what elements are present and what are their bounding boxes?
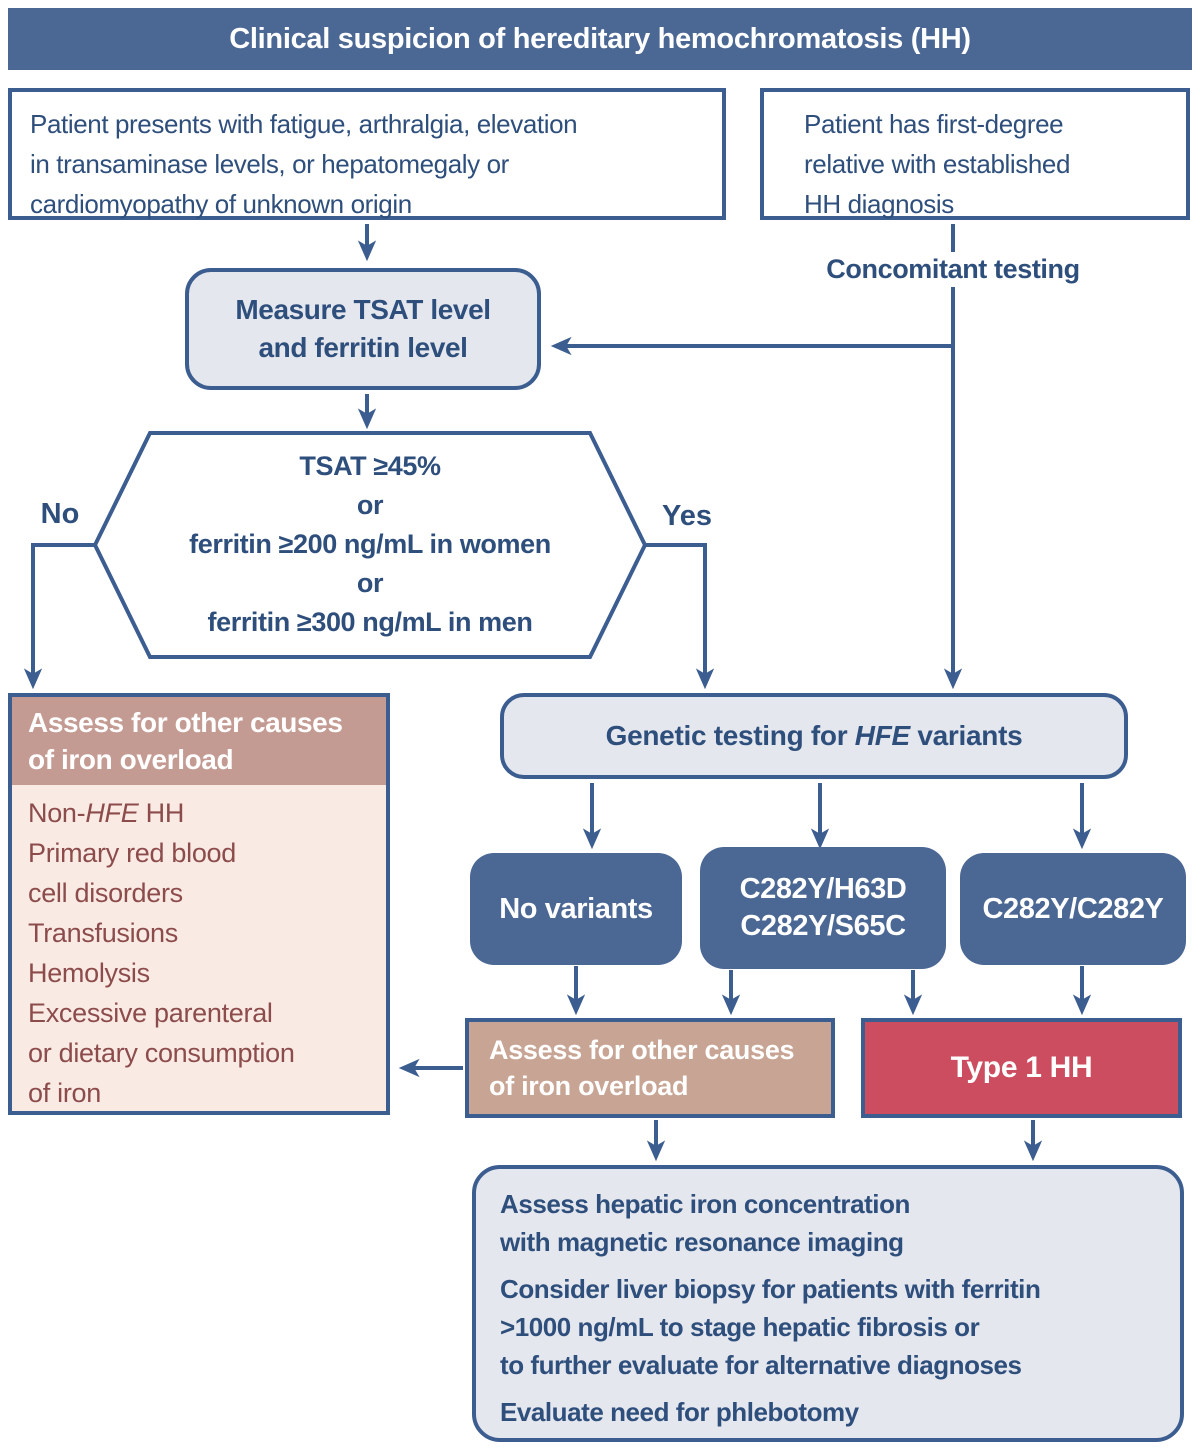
- node-c282y-homozygous: C282Y/C282Y: [960, 853, 1186, 965]
- list-item-non-hfe: Non-HFE HH: [28, 798, 185, 828]
- decision-line: TSAT ≥45%: [299, 451, 441, 481]
- node-text-line: C282Y/C282Y: [982, 892, 1164, 925]
- recommendation-line: Consider liver biopsy for patients with …: [500, 1274, 1041, 1304]
- assess-other-causes-header: Assess for other causes of iron overload: [12, 697, 386, 785]
- node-text-line: relative with established: [804, 149, 1071, 179]
- genetic-testing-label: Genetic testing for HFE variants: [605, 720, 1023, 751]
- node-text-line: Type 1 HH: [950, 1051, 1093, 1084]
- list-item-line: Primary red blood: [28, 838, 236, 868]
- node-text-line: in transaminase levels, or hepatomegaly …: [30, 149, 509, 179]
- node-first-degree-relative: Patient has first-degree relative with e…: [760, 88, 1190, 220]
- list-item-line: of iron: [28, 1078, 101, 1108]
- decision-line: or: [356, 568, 384, 598]
- arrow-yes-branch: [645, 543, 715, 690]
- node-no-variants: No variants: [470, 853, 682, 965]
- recommendation-line: Assess hepatic iron concentration: [500, 1189, 910, 1219]
- node-text-line: and ferritin level: [258, 332, 468, 363]
- node-text-line: of iron overload: [489, 1071, 689, 1101]
- recommendation-line: >1000 ng/mL to stage hepatic fibrosis or: [500, 1312, 980, 1342]
- list-item-line: or dietary consumption: [28, 1038, 295, 1068]
- header-line: of iron overload: [28, 744, 234, 775]
- node-genetic-testing: Genetic testing for HFE variants: [500, 693, 1128, 779]
- decision-line: ferritin ≥200 ng/mL in women: [189, 529, 551, 559]
- node-type1-hh: Type 1 HH: [861, 1018, 1182, 1118]
- node-patient-presentation: Patient presents with fatigue, arthralgi…: [8, 88, 726, 220]
- list-item-line: Excessive parenteral: [28, 998, 273, 1028]
- node-text-line: Measure TSAT level: [235, 294, 491, 325]
- list-item-transfusions: Transfusions: [28, 918, 178, 948]
- list-item-line: cell disorders: [28, 878, 183, 908]
- node-text-line: Patient presents with fatigue, arthralgi…: [30, 109, 578, 139]
- recommendation-paragraph: Assess hepatic iron concentration with m…: [500, 1185, 1160, 1261]
- list-item-hemolysis: Hemolysis: [28, 958, 150, 988]
- recommendation-line: Evaluate need for phlebotomy: [500, 1397, 859, 1427]
- recommendation-line: with magnetic resonance imaging: [500, 1227, 904, 1257]
- branch-label-yes: Yes: [662, 500, 712, 532]
- node-text-line: Assess for other causes: [489, 1035, 795, 1065]
- node-text-line: C282Y/S65C: [740, 910, 906, 942]
- node-assess-other-causes: Assess for other causes of iron overload: [465, 1018, 835, 1118]
- recommendation-paragraph: Consider liver biopsy for patients with …: [500, 1270, 1160, 1384]
- node-assess-other-causes-detail: Assess for other causes of iron overload…: [8, 693, 390, 1115]
- node-text-line: cardiomyopathy of unknown origin: [30, 189, 412, 219]
- recommendation-paragraph: Evaluate need for phlebotomy: [500, 1393, 1160, 1431]
- node-compound-heterozygous: C282Y/H63D C282Y/S65C: [700, 847, 946, 969]
- concomitant-testing-label: Concomitant testing: [783, 252, 1123, 287]
- decision-criteria-text: TSAT ≥45% or ferritin ≥200 ng/mL in wome…: [120, 447, 620, 642]
- branch-label-no: No: [40, 498, 80, 530]
- decision-line: or: [356, 490, 384, 520]
- decision-line: ferritin ≥300 ng/mL in men: [207, 607, 533, 637]
- recommendation-line: to further evaluate for alternative diag…: [500, 1350, 1022, 1380]
- node-text-line: No variants: [499, 892, 653, 925]
- assess-other-causes-list: Non-HFE HH Primary red blood cell disord…: [12, 785, 386, 1113]
- gene-symbol: HFE: [854, 720, 910, 751]
- node-text-line: HH diagnosis: [804, 189, 954, 219]
- header-line: Assess for other causes: [28, 707, 343, 738]
- node-management-recommendations: Assess hepatic iron concentration with m…: [472, 1165, 1184, 1442]
- node-measure-tsat-ferritin: Measure TSAT level and ferritin level: [185, 268, 541, 390]
- node-text-line: C282Y/H63D: [739, 873, 907, 905]
- page-title: Clinical suspicion of hereditary hemochr…: [229, 22, 971, 55]
- node-text-line: Patient has first-degree: [804, 109, 1064, 139]
- title-banner: Clinical suspicion of hereditary hemochr…: [8, 8, 1192, 70]
- gene-symbol: HFE: [85, 798, 139, 828]
- arrow-no-branch: [23, 543, 95, 690]
